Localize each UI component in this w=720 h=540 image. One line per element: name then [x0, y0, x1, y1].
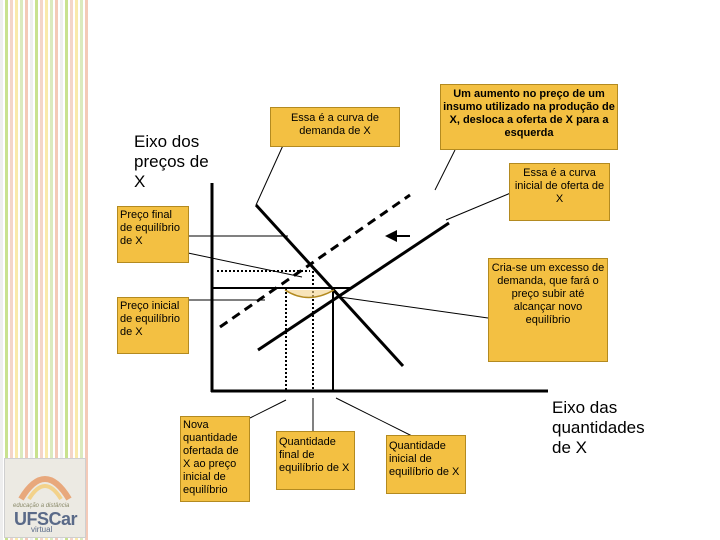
callout-initial-supply: Essa é a curva inicial de oferta de X: [509, 163, 610, 221]
connector-excess-demand: [340, 297, 488, 318]
connector-new-quantity: [250, 400, 286, 418]
connector-demand: [256, 141, 285, 205]
connector-shift: [435, 150, 455, 190]
y-axis-label: Eixo dos preços de X: [134, 132, 214, 192]
callout-final-price: Preço final de equilíbrio de X: [117, 206, 189, 263]
demand-curve: [256, 205, 403, 366]
callout-demand-curve: Essa é a curva de demanda de X: [270, 107, 400, 147]
excess-demand-brace: [285, 290, 334, 298]
callout-final-quantity: Quantidade final de equilíbrio de X: [276, 431, 355, 490]
connector-initial-supply: [446, 192, 513, 220]
callout-initial-quantity: Quantidade inicial de equilíbrio de X: [386, 435, 466, 494]
x-axis-label: Eixo das quantidades de X: [552, 398, 662, 458]
callout-excess-demand: Cria-se um excesso de demanda, que fará …: [488, 258, 608, 362]
callout-input-price-increase: Um aumento no preço de um insumo utiliza…: [440, 84, 618, 150]
callout-initial-price: Preço inicial de equilíbrio de X: [117, 297, 189, 354]
initial-supply-curve: [258, 223, 449, 350]
callout-new-quantity-supplied: Nova quantidade ofertada de X ao preço i…: [180, 416, 250, 502]
new-supply-curve: [220, 195, 410, 327]
shift-arrow-head: [385, 230, 397, 242]
connector-final-price-b: [188, 253, 302, 277]
